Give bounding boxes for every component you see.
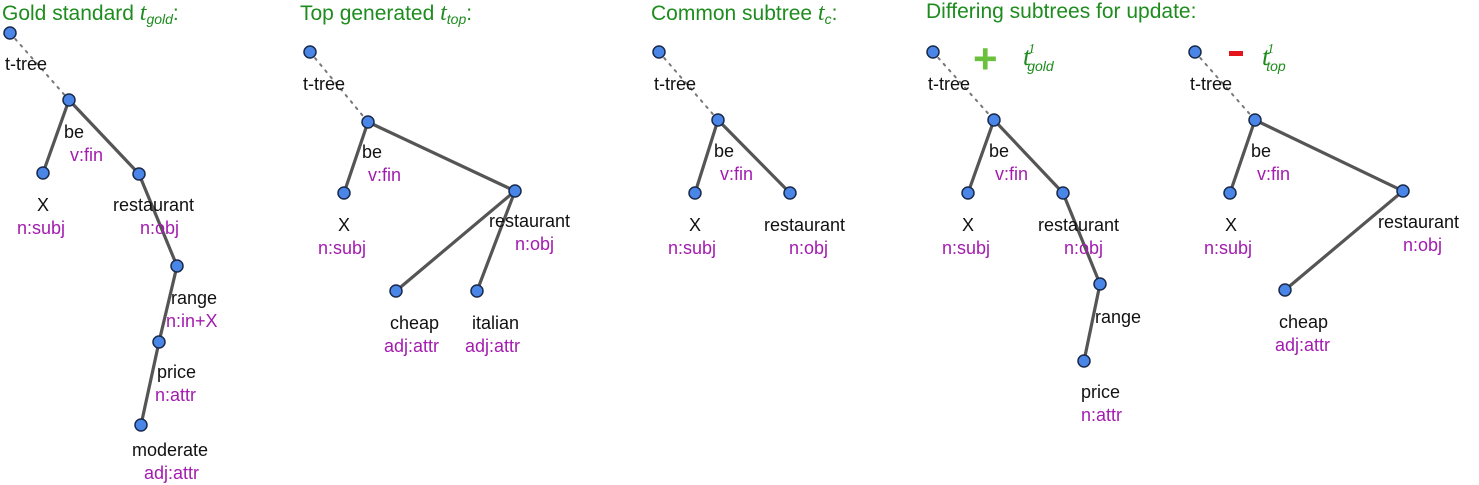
- node-lemma: price: [157, 362, 197, 382]
- node-role: n:obj: [1064, 238, 1104, 258]
- minus-icon: [1229, 51, 1243, 56]
- node-role: adj:attr: [1275, 335, 1331, 355]
- node-lemma: restaurant: [764, 215, 846, 235]
- root-label: t-tree: [928, 74, 971, 94]
- node-lemma: restaurant: [1038, 215, 1120, 235]
- node-role: n:subj: [668, 238, 717, 258]
- node-lemma: X: [338, 215, 351, 235]
- node-role: n:obj: [1403, 235, 1443, 255]
- t-symbol: t: [440, 0, 447, 26]
- node-lemma: restaurant: [489, 211, 571, 231]
- t-gold-1-symbol: t1gold: [1023, 42, 1054, 74]
- node-lemma: be: [989, 141, 1010, 161]
- header-top-generated: Top generated ttop:: [300, 0, 473, 27]
- header-gold-standard: Gold standard tgold:: [2, 0, 179, 27]
- node-role: n:obj: [140, 218, 180, 238]
- node-role: n:subj: [942, 238, 991, 258]
- root-label: t-tree: [1190, 74, 1233, 94]
- node-role: n:obj: [789, 238, 829, 258]
- node-lemma: X: [1225, 215, 1238, 235]
- node-role: n:subj: [1204, 238, 1253, 258]
- node-role: v:fin: [995, 164, 1029, 184]
- node-role: adj:attr: [465, 336, 521, 356]
- node-role: v:fin: [1257, 164, 1291, 184]
- node-lemma: italian: [472, 313, 520, 333]
- node-role: n:subj: [318, 238, 367, 258]
- t-top-1-symbol: t1top: [1262, 42, 1286, 74]
- t-symbol: t: [139, 0, 147, 26]
- node-role: n:attr: [155, 385, 197, 405]
- root-label: t-tree: [5, 54, 48, 74]
- node-lemma: X: [962, 215, 975, 235]
- node-lemma: cheap: [1279, 312, 1329, 332]
- node-role: adj:attr: [144, 463, 200, 483]
- node-lemma: be: [362, 142, 383, 162]
- node-role: v:fin: [720, 164, 754, 184]
- root-label: t-tree: [303, 74, 346, 94]
- node-role: n:attr: [1081, 405, 1123, 425]
- node-role: v:fin: [70, 145, 104, 165]
- header-differing-subtrees: Differing subtrees for update:: [926, 0, 1197, 23]
- edge: [41, 98, 71, 175]
- node-role: n:subj: [17, 218, 66, 238]
- node-role: adj:attr: [384, 336, 440, 356]
- node-lemma: price: [1081, 382, 1121, 402]
- root-label: t-tree: [654, 74, 697, 94]
- node-lemma: X: [37, 195, 50, 215]
- node-lemma: restaurant: [1378, 212, 1460, 232]
- node-role: n:obj: [515, 234, 555, 254]
- node-lemma: restaurant: [113, 195, 195, 215]
- node-lemma: cheap: [390, 313, 440, 333]
- node-lemma: be: [64, 122, 85, 142]
- node-role: v:fin: [368, 165, 402, 185]
- node-lemma: range: [171, 288, 218, 308]
- header-common-subtree: Common subtree tc:: [651, 0, 838, 27]
- node-lemma: be: [1251, 141, 1272, 161]
- node-role: n:in+X: [166, 311, 218, 331]
- plus-icon: +: [973, 35, 998, 82]
- node-lemma: moderate: [132, 440, 209, 460]
- t-symbol: t: [817, 0, 825, 26]
- node-lemma: be: [714, 141, 735, 161]
- node-lemma: X: [689, 215, 702, 235]
- node-lemma: range: [1095, 307, 1142, 327]
